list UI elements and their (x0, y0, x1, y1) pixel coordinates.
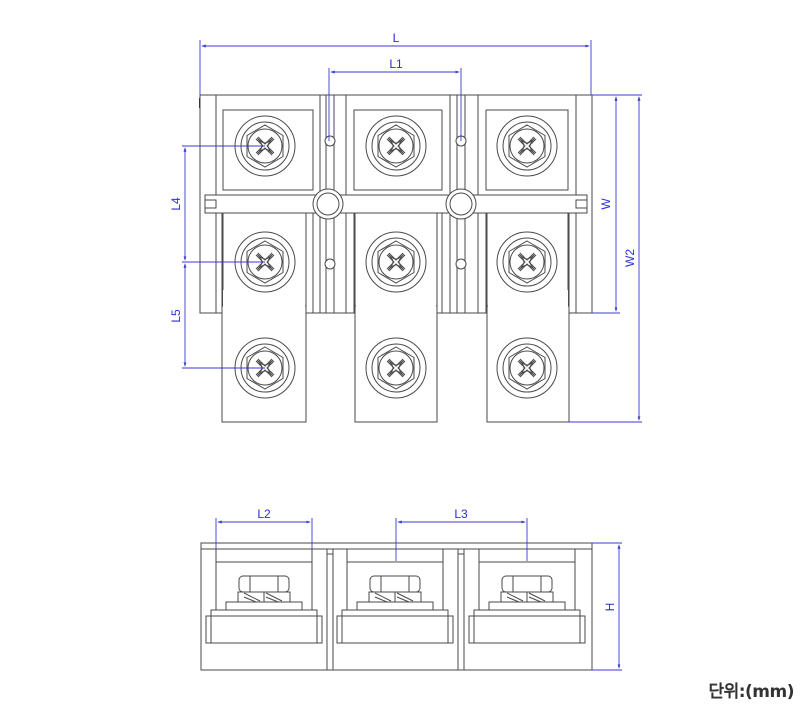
mounting-rail (204, 194, 588, 214)
dim-L5: L5 (169, 309, 183, 323)
side-view (200, 542, 593, 671)
screw-icon (365, 337, 427, 399)
dim-L4: L4 (169, 197, 183, 211)
dim-L1: L1 (389, 57, 403, 71)
dim-W2: W2 (623, 249, 637, 267)
dim-L: L (393, 31, 400, 45)
dim-H: H (603, 603, 617, 612)
side-view-dimensions: L2 L3 H (215, 507, 622, 671)
dim-L2: L2 (257, 507, 271, 521)
screw-icon (365, 231, 427, 293)
screw-icon (365, 115, 427, 177)
screw-icon (496, 115, 558, 177)
dim-L3: L3 (454, 507, 468, 521)
top-view (199, 94, 593, 423)
unit-label: 단위:(mm) (708, 682, 794, 702)
dim-W: W (599, 198, 613, 210)
screw-icon (496, 231, 558, 293)
top-view-dimensions: L L1 W W2 L4 L5 (169, 31, 642, 423)
screw-icon (496, 337, 558, 399)
